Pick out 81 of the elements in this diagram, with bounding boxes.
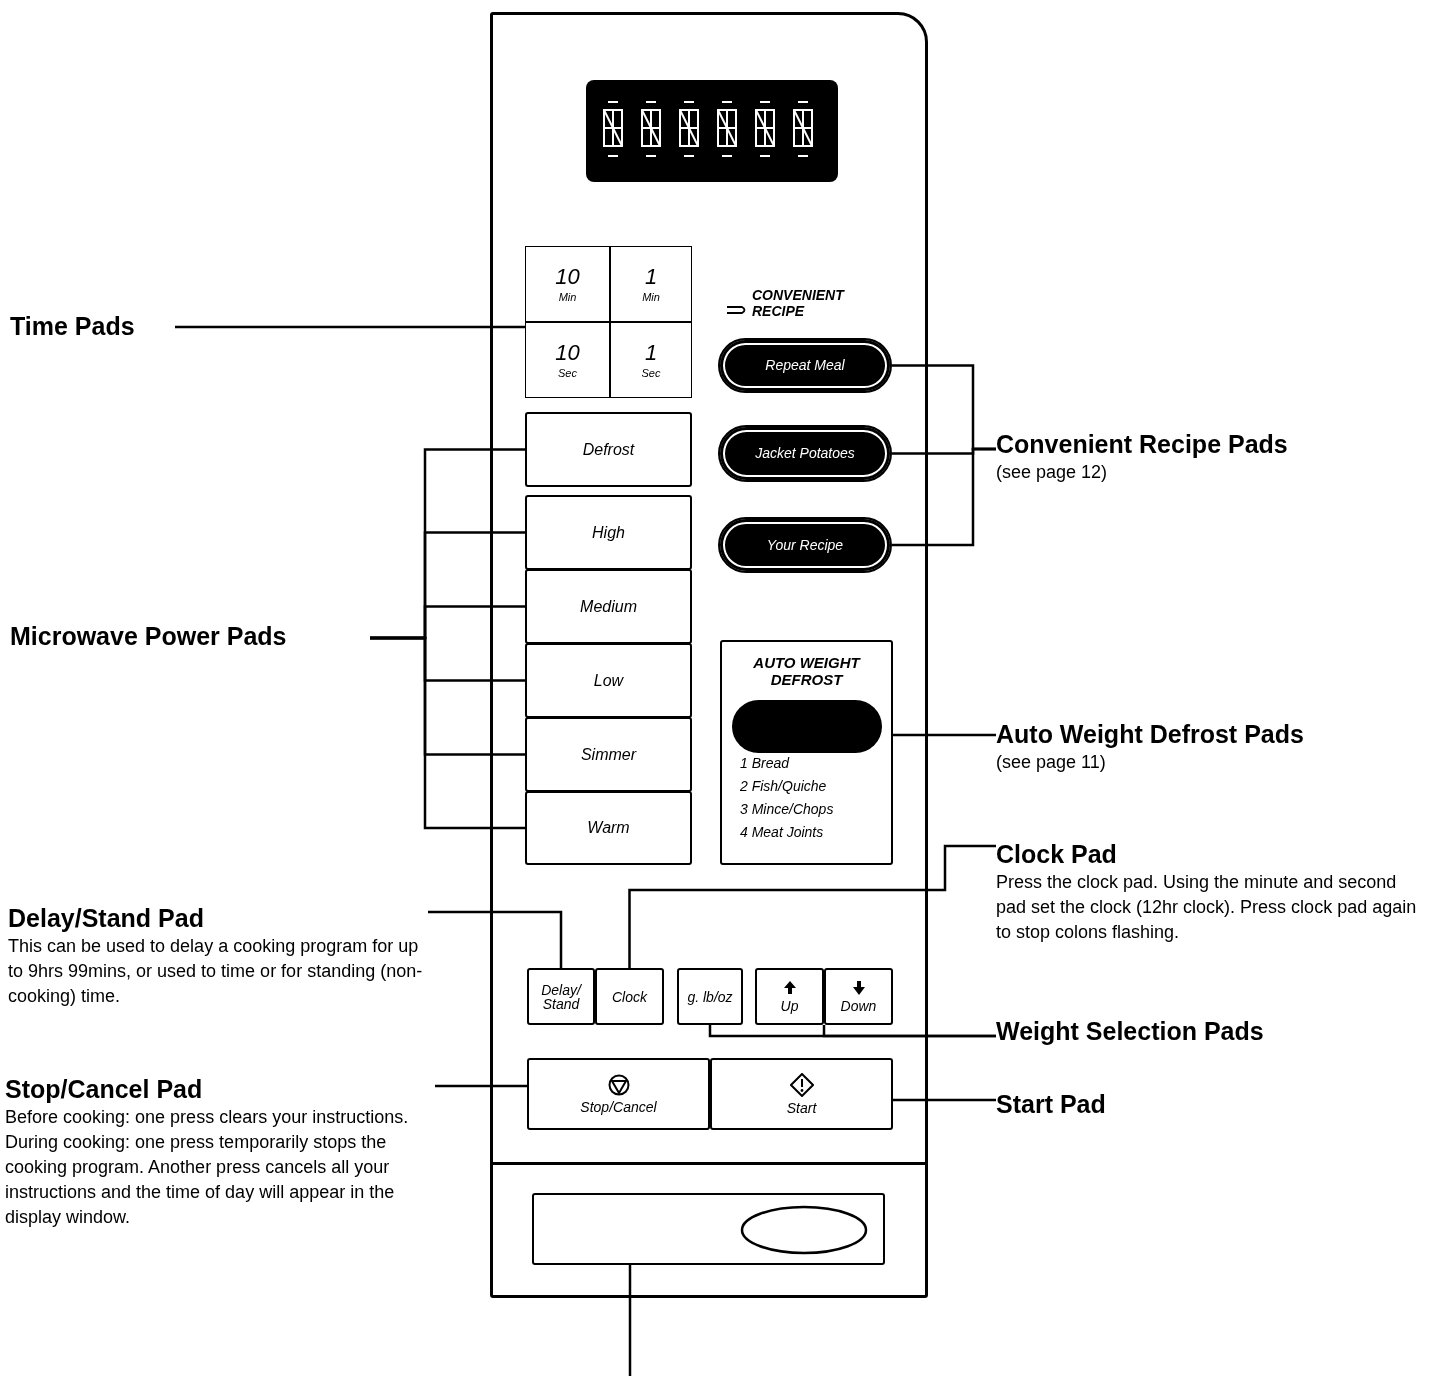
pad-number: 10 — [555, 341, 580, 364]
pad-label: Your Recipe — [766, 535, 844, 555]
menu-item: 1 Bread — [740, 754, 790, 772]
pad-label: Low — [593, 672, 624, 689]
keypad-button — [525, 495, 692, 570]
keypad-button — [755, 968, 824, 1025]
pad-label: Delay/ Stand — [540, 982, 583, 1011]
time-pad — [610, 246, 692, 322]
panel-heading: AUTO WEIGHT DEFROST — [752, 654, 862, 688]
pad-label: High — [592, 524, 625, 541]
pad-label: Warm — [587, 820, 630, 836]
time-pad-block — [525, 246, 692, 398]
leader-line — [370, 636, 525, 830]
pad-label: Up — [780, 998, 799, 1013]
recipe-pad — [718, 425, 892, 482]
keypad-button — [824, 968, 893, 1025]
leader-line — [893, 733, 996, 737]
pad-unit: Sec — [558, 367, 577, 379]
pad-label: Repeat Meal — [765, 356, 845, 375]
menu-item: 3 Mince/Chops — [740, 800, 834, 818]
keypad-button — [525, 643, 692, 718]
pad-number: 1 — [644, 265, 658, 288]
callout-heading: Clock Pad — [996, 839, 1118, 870]
description-text: Press the clock pad. Using the minute and second pad set the clock (12hr clock). Press clock pad again to stop colons flashing. — [996, 871, 1418, 944]
pad-unit: Min — [642, 291, 660, 303]
callout-heading: Convenient Recipe Pads — [996, 429, 1289, 460]
pad-label: Clock — [612, 989, 647, 1004]
keypad-button — [525, 569, 692, 644]
leader-line — [428, 910, 563, 968]
pad-label: Stop/Cancel — [580, 1100, 657, 1114]
description-text: During cooking: one press temporarily stops the cooking program. Another press cancels all your instructions and the time of day will appear in the display window. — [5, 1131, 396, 1229]
page-reference: (see page 12) — [996, 461, 1109, 484]
leader-line — [628, 1265, 632, 1376]
callout-heading: Microwave Power Pads — [10, 621, 288, 652]
pad-label: g. lb/oz — [687, 989, 733, 1004]
pad-number: 10 — [555, 265, 580, 288]
pad-label: Jacket Potatoes — [755, 444, 855, 463]
leader-line — [628, 844, 996, 968]
time-pad — [525, 246, 610, 322]
keypad-button — [525, 791, 692, 865]
auto-weight-defrost-panel — [720, 640, 893, 865]
keypad-button — [527, 968, 595, 1025]
pad-unit: Min — [558, 291, 577, 303]
pad-label: Down — [840, 998, 877, 1013]
up-down-pad-block — [755, 968, 893, 1025]
door-release-bar — [532, 1193, 885, 1265]
menu-item: 4 Meat Joints — [740, 823, 824, 841]
pad-unit: Sec — [641, 367, 661, 379]
defrost-pad — [732, 700, 882, 753]
callout-heading: Stop/Cancel Pad — [5, 1074, 204, 1105]
keypad-button — [527, 1058, 710, 1130]
menu-item: 2 Fish/Quiche — [740, 777, 827, 795]
callout-heading: Weight Selection Pads — [996, 1016, 1265, 1047]
leader-line — [893, 1098, 996, 1102]
description-text: This can be used to delay a cooking program for up to 9hrs 99mins, or used to time or for standing (non-cooking) time. — [8, 935, 424, 1008]
control-panel — [490, 12, 928, 1298]
time-pad — [525, 322, 610, 398]
leader-line — [175, 325, 525, 329]
pad-label: Medium — [580, 598, 637, 615]
pad-label: Start — [786, 1101, 817, 1115]
pad-label: Simmer — [580, 746, 637, 763]
callout-heading: Start Pad — [996, 1089, 1107, 1120]
page-reference: (see page 11) — [996, 751, 1107, 774]
leader-line — [892, 447, 996, 547]
callout-heading: Delay/Stand Pad — [8, 903, 205, 934]
recipe-pad — [718, 517, 892, 573]
keypad-button — [595, 968, 664, 1025]
pad-number: 1 — [644, 341, 658, 364]
keypad-button — [525, 717, 692, 792]
keypad-button — [677, 968, 743, 1025]
pad-label: Defrost — [582, 441, 635, 458]
recipe-pad — [718, 338, 892, 393]
section-heading: CONVENIENT RECIPE — [752, 287, 846, 319]
leader-line — [435, 1084, 527, 1088]
description-text: Before cooking: one press clears your instructions. — [5, 1106, 410, 1129]
keypad-button — [525, 412, 692, 487]
leader-line — [822, 1025, 996, 1038]
callout-heading: Time Pads — [10, 311, 136, 342]
time-pad — [610, 322, 692, 398]
callout-heading: Auto Weight Defrost Pads — [996, 719, 1305, 750]
keypad-button — [710, 1058, 893, 1130]
